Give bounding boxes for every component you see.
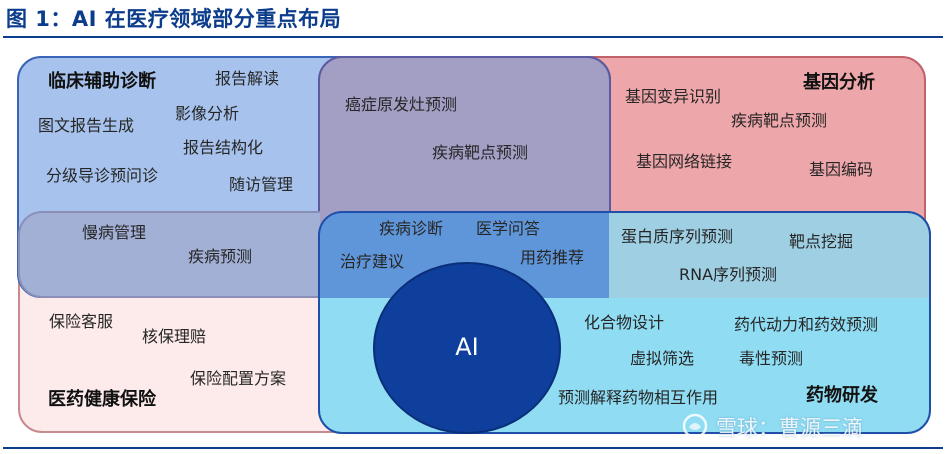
protein-item: 蛋白质序列预测 [621,227,734,246]
gene-item: 基因变异识别 [625,87,722,106]
cancer-overlap-item: 癌症原发灶预测 [345,95,458,114]
drug-item: 化合物设计 [584,313,665,332]
clinical-item: 随访管理 [229,175,294,194]
insurance-item: 核保理赔 [142,327,207,346]
chronic-overlap-region [18,211,320,298]
ai-center-circle [373,262,561,434]
protein-overlap-region [609,211,931,298]
gene-item: 基因网络链接 [636,152,733,171]
center-overlap-item: 疾病诊断 [379,219,444,238]
chronic-item: 疾病预测 [188,247,253,266]
drug-heading: 药物研发 [806,385,878,406]
clinical-heading: 临床辅助诊断 [48,71,156,92]
snowball-logo-icon [682,413,708,439]
watermark-text: 雪球：曹源三滴 [716,416,863,440]
clinical-item: 报告解读 [215,69,280,88]
figure-title: 图 1：AI 在医疗领域部分重点布局 [6,7,342,31]
bottom-divider [3,447,943,449]
protein-item: 靶点挖掘 [789,232,854,251]
clinical-item: 报告结构化 [183,138,264,157]
gene-item: 疾病靶点预测 [731,111,828,130]
protein-item: RNA序列预测 [679,265,778,284]
drug-item: 虚拟筛选 [630,349,695,368]
gene-heading: 基因分析 [803,72,875,93]
cancer-overlap-item: 疾病靶点预测 [432,143,529,162]
clinical-item: 图文报告生成 [38,116,135,135]
center-overlap-item: 医学问答 [476,219,541,238]
drug-item: 药代动力和药效预测 [734,315,879,334]
clinical-item: 分级导诊预问诊 [46,166,159,185]
drug-item: 预测解释药物相互作用 [558,388,719,407]
center-overlap-item: 用药推荐 [520,248,585,267]
drug-item: 毒性预测 [739,349,804,368]
center-overlap-item: 治疗建议 [340,252,405,271]
chronic-item: 慢病管理 [82,223,147,242]
insurance-item: 保险配置方案 [190,369,287,388]
ai-center-label: AI [455,333,479,361]
title-divider [3,36,943,38]
insurance-heading: 医药健康保险 [48,389,156,410]
clinical-item: 影像分析 [175,104,240,123]
gene-item: 基因编码 [809,160,874,179]
insurance-item: 保险客服 [49,312,114,331]
